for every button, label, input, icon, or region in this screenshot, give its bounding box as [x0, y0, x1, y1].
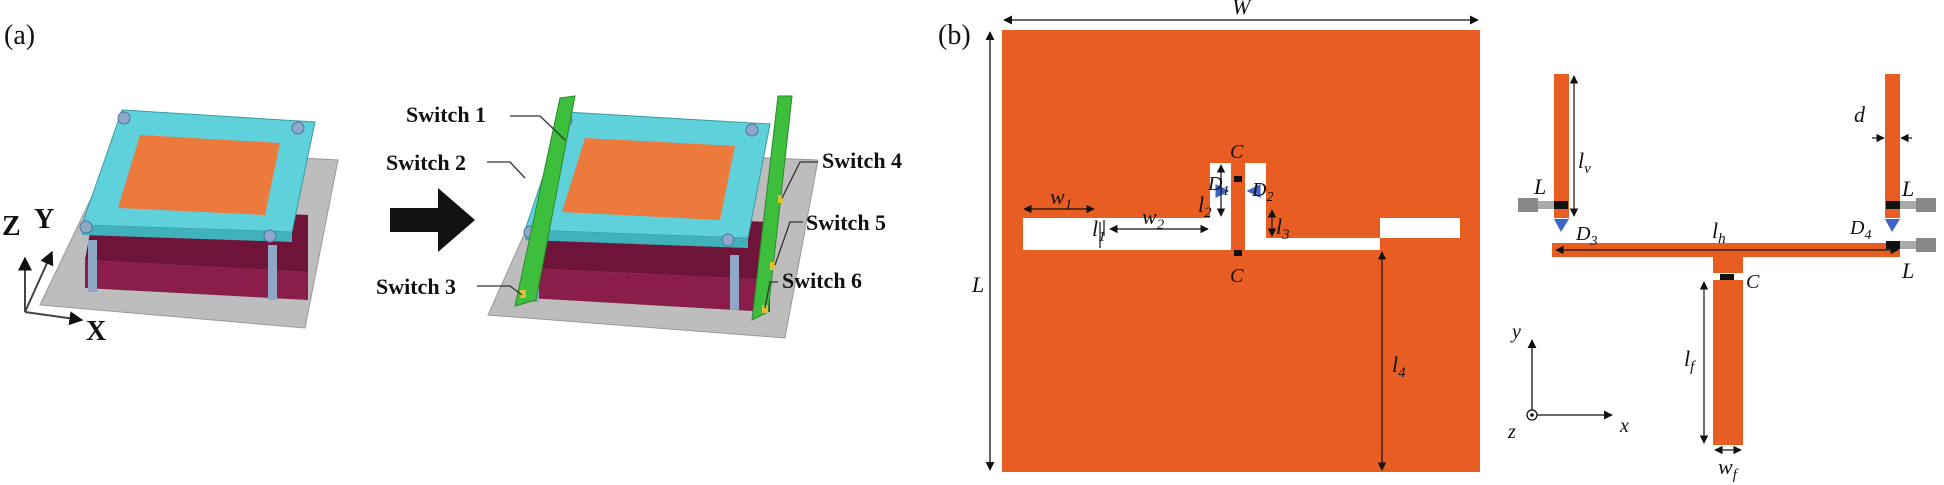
- slot-right-tail: [1380, 218, 1460, 238]
- switch-pad: [778, 195, 784, 203]
- axes-2d: y x z: [1507, 321, 1629, 443]
- left-connector-stub: [1538, 201, 1554, 209]
- capacitor-top: [1234, 176, 1242, 182]
- inductor-left-label: L: [1533, 174, 1546, 199]
- screw: [117, 111, 131, 125]
- right-vertical-line: [1885, 74, 1900, 218]
- bias-network: [1518, 74, 1936, 445]
- diode-d4: [1885, 219, 1900, 232]
- switch-wall-left: [514, 95, 576, 307]
- c-bottom-label: C: [1230, 265, 1244, 287]
- screw: [263, 229, 277, 243]
- slot-step: [1096, 238, 1210, 250]
- panel-a-label: (a): [4, 20, 35, 51]
- diode-d3: [1554, 219, 1569, 232]
- right-connector-bottom: [1916, 238, 1936, 252]
- switch-1-label: Switch 1: [406, 102, 486, 127]
- c-top-label: C: [1230, 141, 1244, 163]
- radiating-patch: [118, 135, 280, 215]
- lf-label: lf: [1684, 346, 1696, 375]
- screw: [291, 121, 305, 135]
- inductor-right-top-label: L: [1901, 176, 1914, 201]
- post: [730, 255, 739, 310]
- feed-line: [1713, 280, 1743, 445]
- y-axis: [24, 250, 54, 313]
- bias-dimensions: [1555, 75, 1912, 455]
- switch-pad: [770, 262, 776, 270]
- capacitor-bottom: [1234, 250, 1242, 256]
- screw: [721, 233, 735, 247]
- antenna-right: [487, 95, 819, 339]
- l-label: L: [971, 272, 984, 297]
- post: [88, 240, 97, 292]
- x-axis-label: X: [86, 316, 106, 347]
- lh-label: lh: [1712, 218, 1726, 247]
- feed-capacitor-label: C: [1746, 271, 1760, 293]
- center-stub: [1231, 163, 1245, 250]
- transform-arrow: [390, 188, 475, 252]
- radiating-patch: [562, 138, 735, 220]
- left-connector: [1518, 198, 1538, 212]
- switch-pad: [520, 290, 526, 298]
- cyan-layer-edge: [525, 230, 748, 248]
- wf-label: wf: [1718, 454, 1739, 483]
- patch-layout: [1002, 30, 1480, 472]
- switch-6-label: Switch 6: [782, 268, 862, 293]
- z-axis-label: Z: [2, 211, 21, 242]
- inductor-right-bottom: [1886, 241, 1900, 249]
- substrate-front: [528, 268, 770, 312]
- lv-label: lv: [1578, 148, 1591, 177]
- inner-dimensions: [1023, 164, 1387, 471]
- substrate-front: [85, 260, 308, 300]
- right-connector-top-stub: [1900, 201, 1916, 209]
- y-axis-label: Y: [34, 204, 54, 235]
- right-connector-bottom-stub: [1900, 241, 1916, 249]
- d-label: d: [1854, 102, 1866, 127]
- antenna-left: [39, 109, 339, 329]
- axes-3d: Z Y X: [2, 204, 106, 347]
- d4-label: D4: [1849, 217, 1871, 243]
- y-axis-2d-label: y: [1510, 321, 1521, 343]
- right-connector-top: [1916, 198, 1936, 212]
- post: [268, 245, 277, 300]
- panel-b-label: (b): [938, 20, 971, 51]
- inductor-right-top: [1886, 201, 1900, 209]
- feed-capacitor: [1720, 274, 1734, 280]
- z-axis-2d-label: z: [1507, 421, 1516, 443]
- cyan-layer-edge: [82, 225, 292, 242]
- screw: [745, 123, 759, 137]
- feed-transition: [1713, 257, 1743, 273]
- switch-pad: [762, 305, 768, 313]
- inductor-left: [1554, 201, 1568, 209]
- switch-2-label: Switch 2: [386, 150, 466, 175]
- switch-3-label: Switch 3: [376, 274, 456, 299]
- inductor-right-bottom-label: L: [1901, 258, 1914, 283]
- x-axis-2d-label: x: [1619, 415, 1629, 437]
- w-label: W: [1232, 0, 1252, 19]
- screw: [79, 220, 93, 234]
- left-vertical-line: [1554, 74, 1569, 218]
- switch-5-label: Switch 5: [806, 210, 886, 235]
- x-axis: [24, 311, 84, 326]
- switch-4-label: Switch 4: [822, 148, 902, 173]
- switch-leaders: [477, 115, 818, 309]
